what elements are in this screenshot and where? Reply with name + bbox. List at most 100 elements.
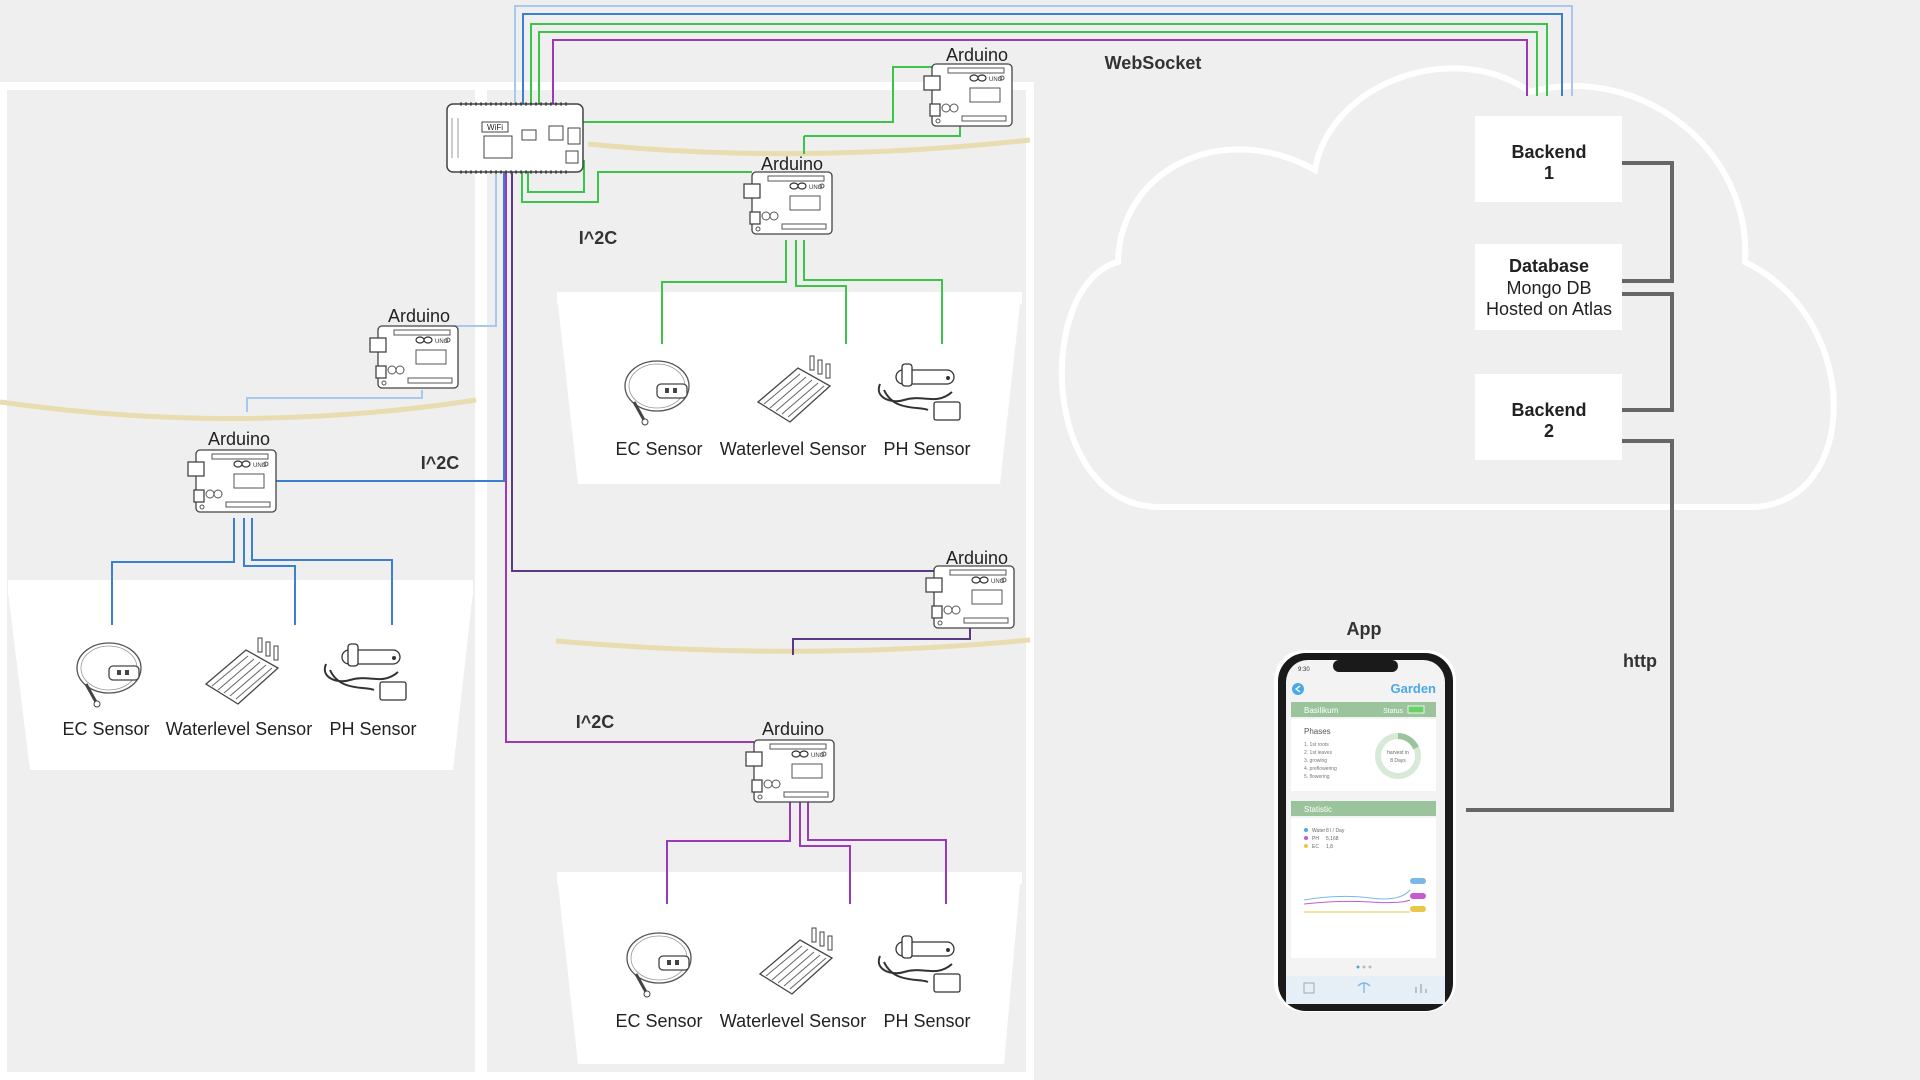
statistic-title: Statistic [1304, 805, 1332, 814]
back-icon[interactable] [1292, 683, 1304, 695]
sensor-wire-top-ec [661, 240, 787, 344]
arduino-board-top-right [923, 63, 1013, 127]
waterlevel-sensor-label-top: Waterlevel Sensor [720, 439, 866, 459]
i2c-wire-green-link [804, 124, 961, 137]
statistic-card [1291, 818, 1436, 958]
database-engine: Mongo DB [1506, 278, 1591, 298]
database-label: Database [1509, 256, 1589, 276]
sensor-wire-left-ec [111, 518, 235, 625]
stat-ph-value: 5,168 [1326, 836, 1339, 842]
stat-water-value: 8 l / Day [1326, 828, 1345, 834]
arduino-board-mid-right [925, 565, 1015, 629]
websocket-wire-green-2 [538, 31, 1538, 104]
status-badge [1407, 705, 1425, 714]
i2c-label-top: I^2C [579, 228, 618, 248]
page-indicator[interactable] [1356, 965, 1360, 969]
plank-left [0, 397, 477, 421]
arduino-labels: Arduino Arduino Arduino Arduino Arduino … [208, 45, 1008, 739]
sensor-wire-left-wl [243, 518, 296, 625]
plant-tab-icon[interactable] [1357, 982, 1371, 993]
app-label: App [1347, 619, 1382, 639]
harvest-text-1: harvest in [1387, 750, 1409, 756]
websocket-wire-blue [522, 13, 1563, 104]
stat-ph-label: PH [1312, 836, 1319, 842]
plant-header[interactable] [1291, 702, 1436, 717]
i2c-wire-green-upper [582, 66, 940, 123]
connector-database-backend2 [1622, 292, 1674, 412]
database-box: Database Mongo DB Hosted on Atlas [1475, 244, 1622, 330]
ph-sensor-label-left: PH Sensor [329, 719, 416, 739]
ec-sensor-label-top: EC Sensor [615, 439, 702, 459]
phase-2: 2. 1st leaves [1304, 750, 1333, 756]
i2c-wires [246, 66, 971, 743]
phone-time: 9:30 [1298, 667, 1310, 673]
backend2-number: 2 [1544, 421, 1554, 441]
wifi-chip-label: WiFi [487, 123, 503, 132]
stat-water-label: Water [1312, 828, 1325, 834]
water-trend-line [1303, 889, 1411, 901]
i2c-wire-darkpurple-down [792, 628, 971, 655]
waterlevel-sensor-label-left: Waterlevel Sensor [166, 719, 312, 739]
stat-ec-value: 1,8 [1326, 844, 1333, 850]
phase-5: 5. flowering [1304, 774, 1330, 780]
stats-tab-icon[interactable] [1415, 984, 1427, 993]
arduino-label-bottom: Arduino [762, 719, 824, 739]
arduino-label-top-center: Arduino [761, 154, 823, 174]
websocket-wire-lightblue [514, 5, 1573, 104]
calendar-tab-icon[interactable] [1303, 982, 1315, 994]
ph-sensor-label-bottom: PH Sensor [883, 1011, 970, 1031]
sensor-wire-left-ph [251, 518, 393, 625]
left-shelf-lower-frame [0, 82, 483, 1080]
planters [8, 292, 1022, 1064]
smartphone: 9:30 Garden Basilikum Status Phases 1. 1… [1274, 650, 1456, 1012]
app-title: Garden [1390, 681, 1436, 696]
sensor-wire-top-ph [803, 240, 943, 344]
i2c-wire-green-mid [521, 168, 752, 203]
backend2-box: Backend 2 [1475, 374, 1622, 460]
phases-title: Phases [1304, 727, 1331, 736]
phase-3: 3. growing [1304, 758, 1327, 764]
arduino-label-mid-right: Arduino [946, 548, 1008, 568]
i2c-wire-lightblue-down [246, 390, 423, 412]
database-host: Hosted on Atlas [1486, 299, 1612, 319]
shelf-frames [0, 82, 1034, 1080]
stat-ec-label: EC [1312, 844, 1319, 850]
i2c-wire-purple [505, 168, 754, 743]
i2c-label-bottom: I^2C [576, 712, 615, 732]
sensor-wire-bottom-ph [807, 800, 947, 904]
websocket-wires [514, 5, 1573, 104]
ec-sensor-label-left: EC Sensor [62, 719, 149, 739]
plank-mid-bottom [555, 637, 1031, 654]
websocket-wire-purple [552, 39, 1528, 104]
sensor-wire-top-wl [795, 240, 847, 344]
arduino-label-top-right: Arduino [946, 45, 1008, 65]
plant-name: Basilikum [1304, 706, 1339, 715]
protocol-labels: WebSocket I^2C I^2C I^2C App http [421, 53, 1657, 732]
connector-backend1-database [1622, 161, 1674, 283]
waterlevel-sensor-label-bottom: Waterlevel Sensor [720, 1011, 866, 1031]
i2c-label-left: I^2C [421, 453, 460, 473]
backend-connectors [1466, 161, 1674, 812]
ph-trend-line [1303, 899, 1411, 905]
phase-1: 1. 1st roots [1304, 742, 1329, 748]
arduino-label-left-lower: Arduino [208, 429, 270, 449]
websocket-label: WebSocket [1105, 53, 1202, 73]
middle-shelf-frame [480, 82, 1034, 1080]
ec-sensor-label-bottom: EC Sensor [615, 1011, 702, 1031]
i2c-wire-darkpurple [511, 168, 944, 572]
plank-mid-top [587, 137, 1031, 157]
sensor-wire-bottom-ec [666, 800, 791, 904]
arduino-board-left-lower [187, 449, 277, 513]
i2c-wire-blue [276, 168, 505, 482]
sensor-labels: EC Sensor Waterlevel Sensor PH Sensor EC… [62, 439, 970, 1031]
cloud-shape [1058, 65, 1837, 510]
statistic-header[interactable] [1291, 801, 1436, 816]
phase-4: 4. preflowering [1304, 766, 1337, 772]
phases-card [1291, 719, 1436, 791]
cloud-services: Backend 1 Database Mongo DB Hosted on At… [1475, 116, 1622, 460]
http-connector [1466, 439, 1674, 812]
arduino-board-bottom [745, 739, 835, 803]
http-label: http [1623, 651, 1657, 671]
status-label: Status [1383, 708, 1403, 715]
